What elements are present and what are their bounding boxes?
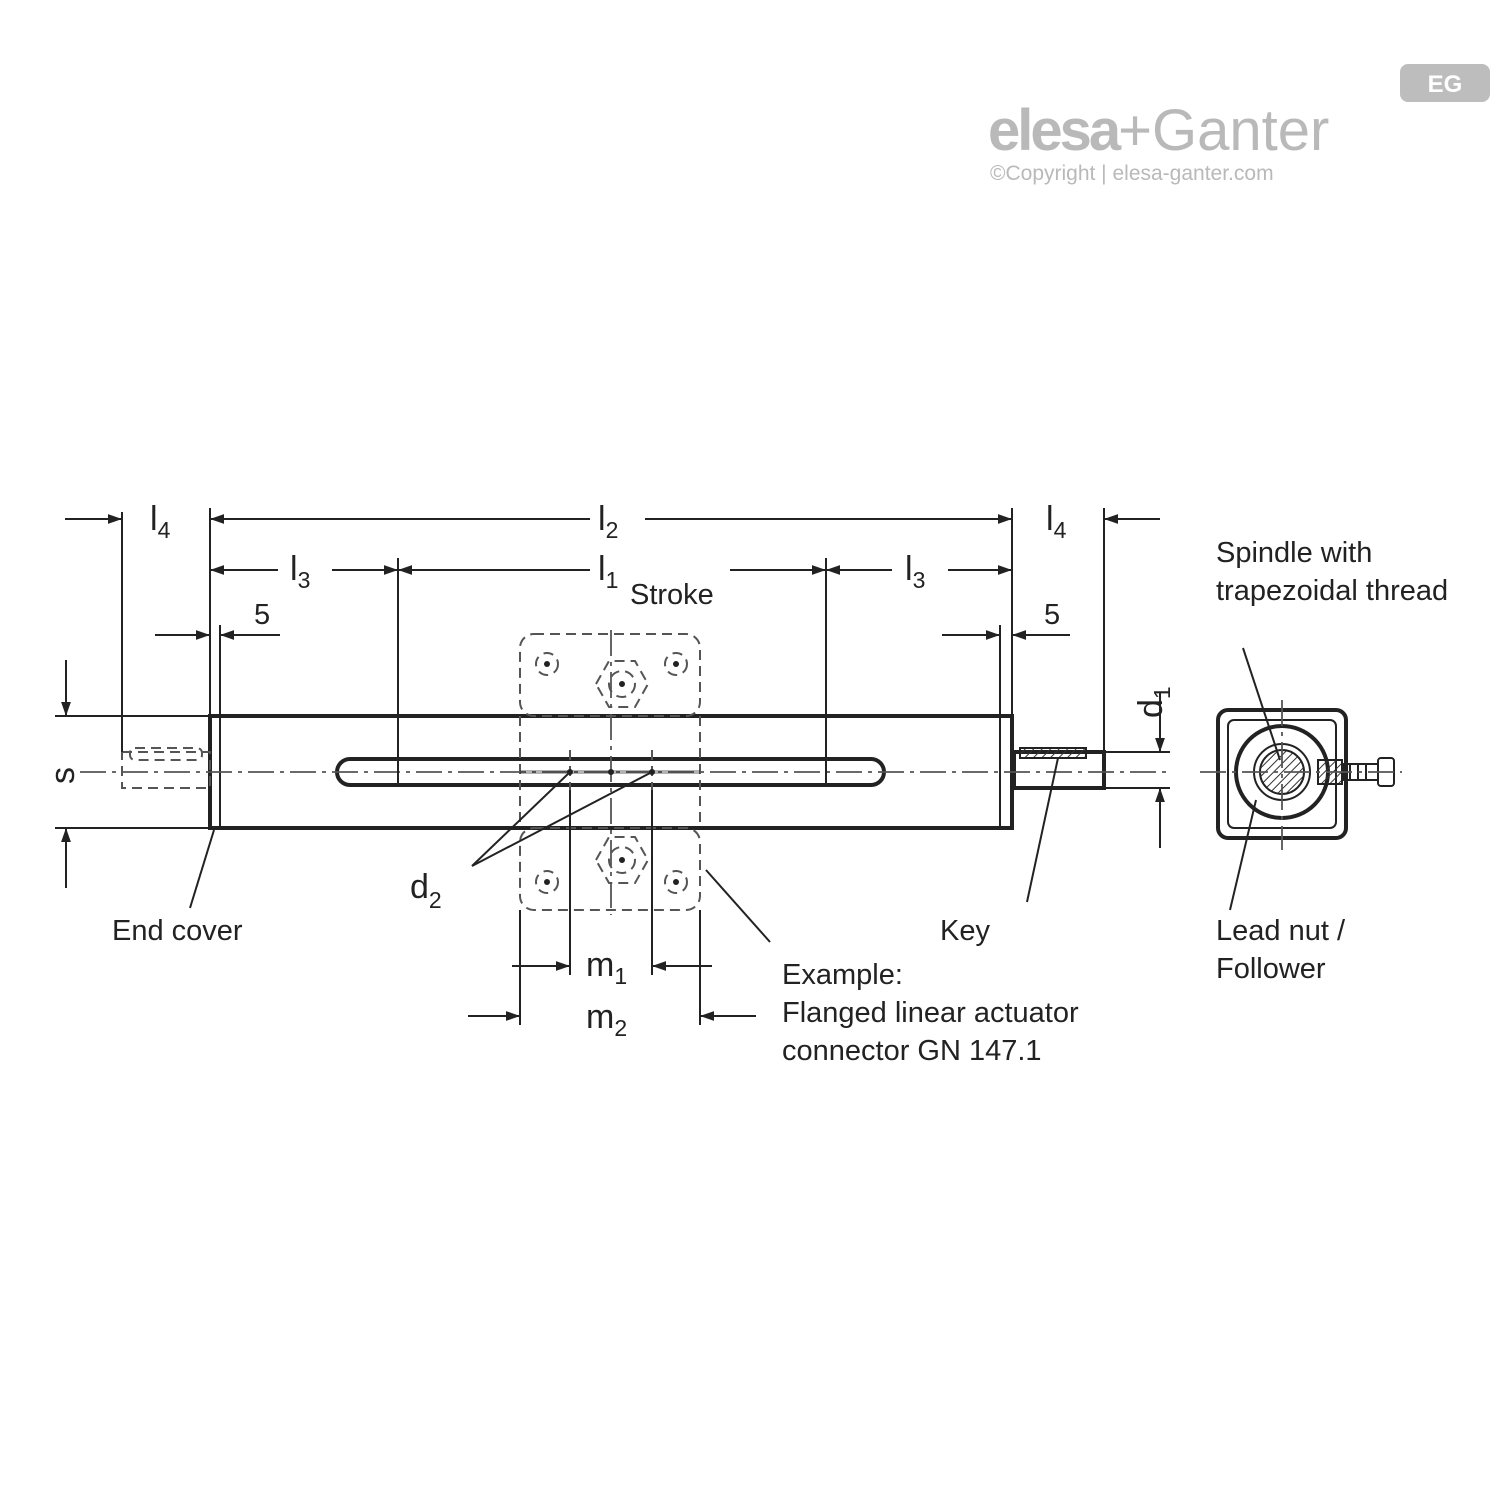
dim-label-five-left: 5 — [254, 599, 270, 631]
side-view-cross-section — [1200, 700, 1402, 850]
logo-wordmark: elesa+Ganter — [988, 98, 1329, 163]
label-key: Key — [940, 915, 990, 947]
leader-lines — [189, 647, 1281, 943]
hex-nut-top — [594, 660, 650, 708]
dim-label-m1: m1 — [586, 946, 627, 989]
leader-spindle — [1242, 647, 1281, 761]
logo-brand-right: Ganter — [1152, 98, 1329, 163]
label-end-cover: End cover — [112, 915, 243, 947]
label-spindle-line1: Spindle with — [1216, 537, 1372, 569]
logo-badge: EG — [1428, 71, 1463, 98]
elesa-ganter-logo: EG elesa+Ganter ©Copyright | elesa-gante… — [988, 64, 1490, 185]
label-example-line2: Flanged linear actuator — [782, 997, 1079, 1029]
leader-example — [705, 869, 771, 943]
leader-end-cover — [189, 829, 215, 909]
connector-plate-bottom — [519, 827, 701, 911]
dim-label-l3-left: l3 — [290, 550, 310, 593]
flanged-connector — [519, 630, 701, 915]
leader-key — [1026, 757, 1059, 903]
dim-label-d1: d1 — [1132, 686, 1175, 718]
dim-label-l1: l1 — [598, 550, 618, 593]
dim-label-five-right: 5 — [1044, 599, 1060, 631]
dimension-labels: l4 l2 l4 l3 l1 l3 5 5 s d1 d2 m1 m2 — [44, 500, 1175, 1041]
logo-badge-box — [1400, 64, 1490, 102]
label-lead-nut-line2: Follower — [1216, 953, 1326, 985]
left-stub-hidden — [121, 751, 211, 789]
dim-label-l3-right: l3 — [905, 550, 925, 593]
hole-bottom-left — [535, 870, 559, 894]
label-example-line1: Example: — [782, 959, 903, 991]
dim-label-l4-right: l4 — [1046, 500, 1067, 543]
left-key-hidden — [129, 747, 203, 761]
connector-plate-top — [519, 633, 701, 717]
key-hatch — [1019, 747, 1087, 759]
label-example-line3: connector GN 147.1 — [782, 1035, 1042, 1067]
label-stroke: Stroke — [630, 579, 714, 611]
hole-bottom-right — [664, 870, 688, 894]
dim-label-d2: d2 — [410, 868, 442, 913]
dim-label-l2: l2 — [598, 500, 618, 543]
logo-brand-left: elesa — [988, 98, 1122, 163]
leader-lead-nut — [1229, 799, 1257, 911]
label-lead-nut-line1: Lead nut / — [1216, 915, 1346, 947]
leader-d2-right — [471, 771, 653, 867]
callout-labels: Stroke End cover Key Spindle with trapez… — [112, 537, 1448, 1067]
leader-d2-left — [471, 771, 571, 867]
logo-copyright: ©Copyright | elesa-ganter.com — [990, 162, 1274, 185]
hole-top-right — [664, 652, 688, 676]
connector-pin-center — [608, 769, 614, 775]
hole-top-left — [535, 652, 559, 676]
dim-label-m2: m2 — [586, 998, 627, 1041]
label-spindle-line2: trapezoidal thread — [1216, 575, 1448, 607]
dim-label-l4-left: l4 — [150, 500, 171, 543]
hex-nut-bottom — [594, 836, 650, 884]
logo-brand-plus: + — [1118, 98, 1152, 163]
dimension-lines — [55, 508, 1170, 1025]
dim-label-s: s — [44, 767, 82, 784]
